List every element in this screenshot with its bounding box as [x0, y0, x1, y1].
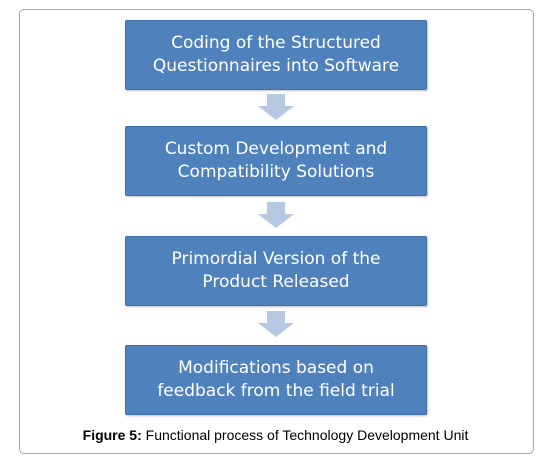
flow-step-2-label: Custom Development and Compatibility Sol…: [164, 139, 388, 182]
figure-caption: Figure 5: Functional process of Technolo…: [0, 427, 551, 443]
down-arrow-icon: [258, 311, 294, 337]
flow-step-4-label: Modifications based on feedback from the…: [157, 358, 395, 401]
flow-step-4: Modifications based on feedback from the…: [125, 345, 427, 415]
down-arrow-icon: [258, 202, 294, 228]
figure-caption-text: Functional process of Technology Develop…: [141, 427, 469, 443]
flow-step-3: Primordial Version of the Product Releas…: [125, 236, 427, 306]
flow-step-3-label: Primordial Version of the Product Releas…: [171, 249, 381, 292]
figure-caption-label: Figure 5:: [82, 427, 142, 443]
flow-step-1: Coding of the Structured Questionnaires …: [125, 20, 427, 90]
flow-step-1-label: Coding of the Structured Questionnaires …: [152, 33, 400, 76]
flow-step-2: Custom Development and Compatibility Sol…: [125, 126, 427, 196]
down-arrow-icon: [258, 94, 294, 120]
